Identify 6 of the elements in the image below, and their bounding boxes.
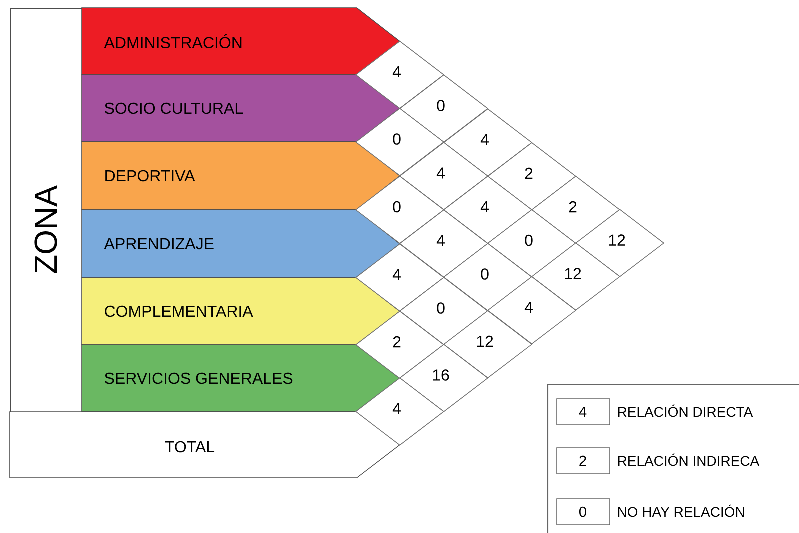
- legend-sample: 2: [556, 448, 610, 474]
- legend-text: RELACIÓN INDIRECA: [618, 454, 760, 466]
- legend-text: RELACIÓN DIRECTA: [618, 404, 754, 418]
- legend-sample: 0: [556, 498, 610, 526]
- legend-text: NO HAY RELACIÓN: [618, 504, 744, 518]
- legend-sample: 4: [556, 398, 610, 426]
